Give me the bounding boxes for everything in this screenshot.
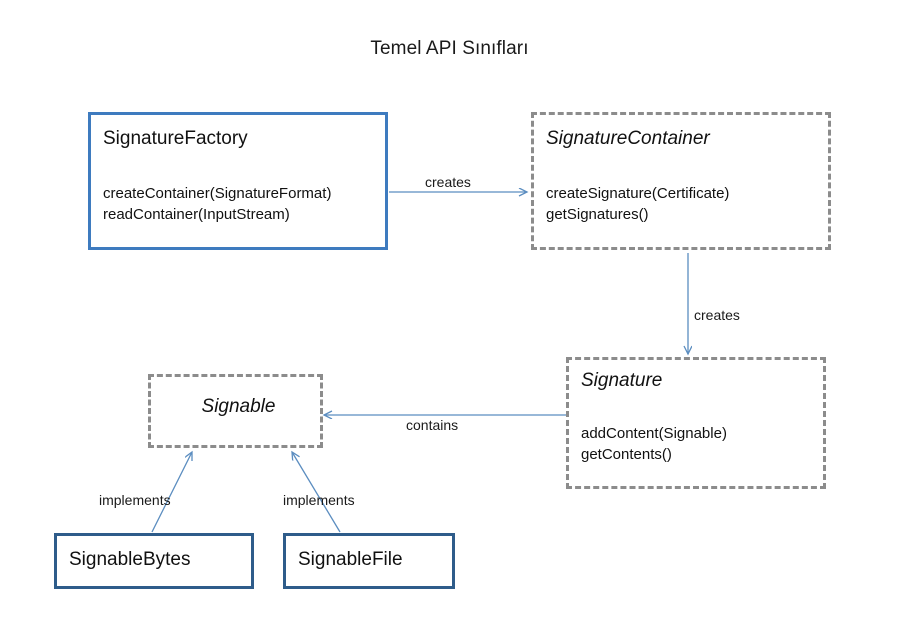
node-signature-container-title: SignatureContainer <box>546 128 710 149</box>
node-signable-bytes[interactable]: SignableBytes <box>54 533 254 589</box>
node-signable[interactable]: Signable <box>148 374 323 448</box>
node-signature-factory[interactable]: SignatureFactory createContainer(Signatu… <box>88 112 388 250</box>
node-signable-file-title: SignableFile <box>298 549 403 570</box>
edge-label-container-to-signature: creates <box>694 307 740 323</box>
node-signature-container[interactable]: SignatureContainer createSignature(Certi… <box>531 112 831 250</box>
node-signable-title: Signable <box>201 396 276 417</box>
edge-label-signablefile-implements: implements <box>283 492 355 508</box>
member-item: getSignatures() <box>546 206 649 223</box>
node-signature-members: addContent(Signable) getContents() <box>581 423 727 465</box>
edge-label-signature-to-signable: contains <box>406 417 459 433</box>
node-signable-file[interactable]: SignableFile <box>283 533 455 589</box>
member-item: getContents() <box>581 446 672 463</box>
member-item: createSignature(Certificate) <box>546 185 730 202</box>
node-signature-container-members: createSignature(Certificate) getSignatur… <box>546 183 729 225</box>
edge-label-signablebytes-implements: implements <box>99 492 171 508</box>
node-signature-factory-members: createContainer(SignatureFormat) readCon… <box>103 183 331 225</box>
member-item: addContent(Signable) <box>581 425 727 442</box>
edge-label-factory-to-container: creates <box>425 174 471 190</box>
member-item: createContainer(SignatureFormat) <box>103 185 332 202</box>
node-signature-title: Signature <box>581 370 663 391</box>
page-title: Temel API Sınıfları <box>370 38 529 59</box>
node-signature-factory-title: SignatureFactory <box>103 128 248 149</box>
member-item: readContainer(InputStream) <box>103 206 290 223</box>
node-signable-bytes-title: SignableBytes <box>69 549 191 570</box>
node-signature[interactable]: Signature addContent(Signable) getConten… <box>566 357 826 489</box>
